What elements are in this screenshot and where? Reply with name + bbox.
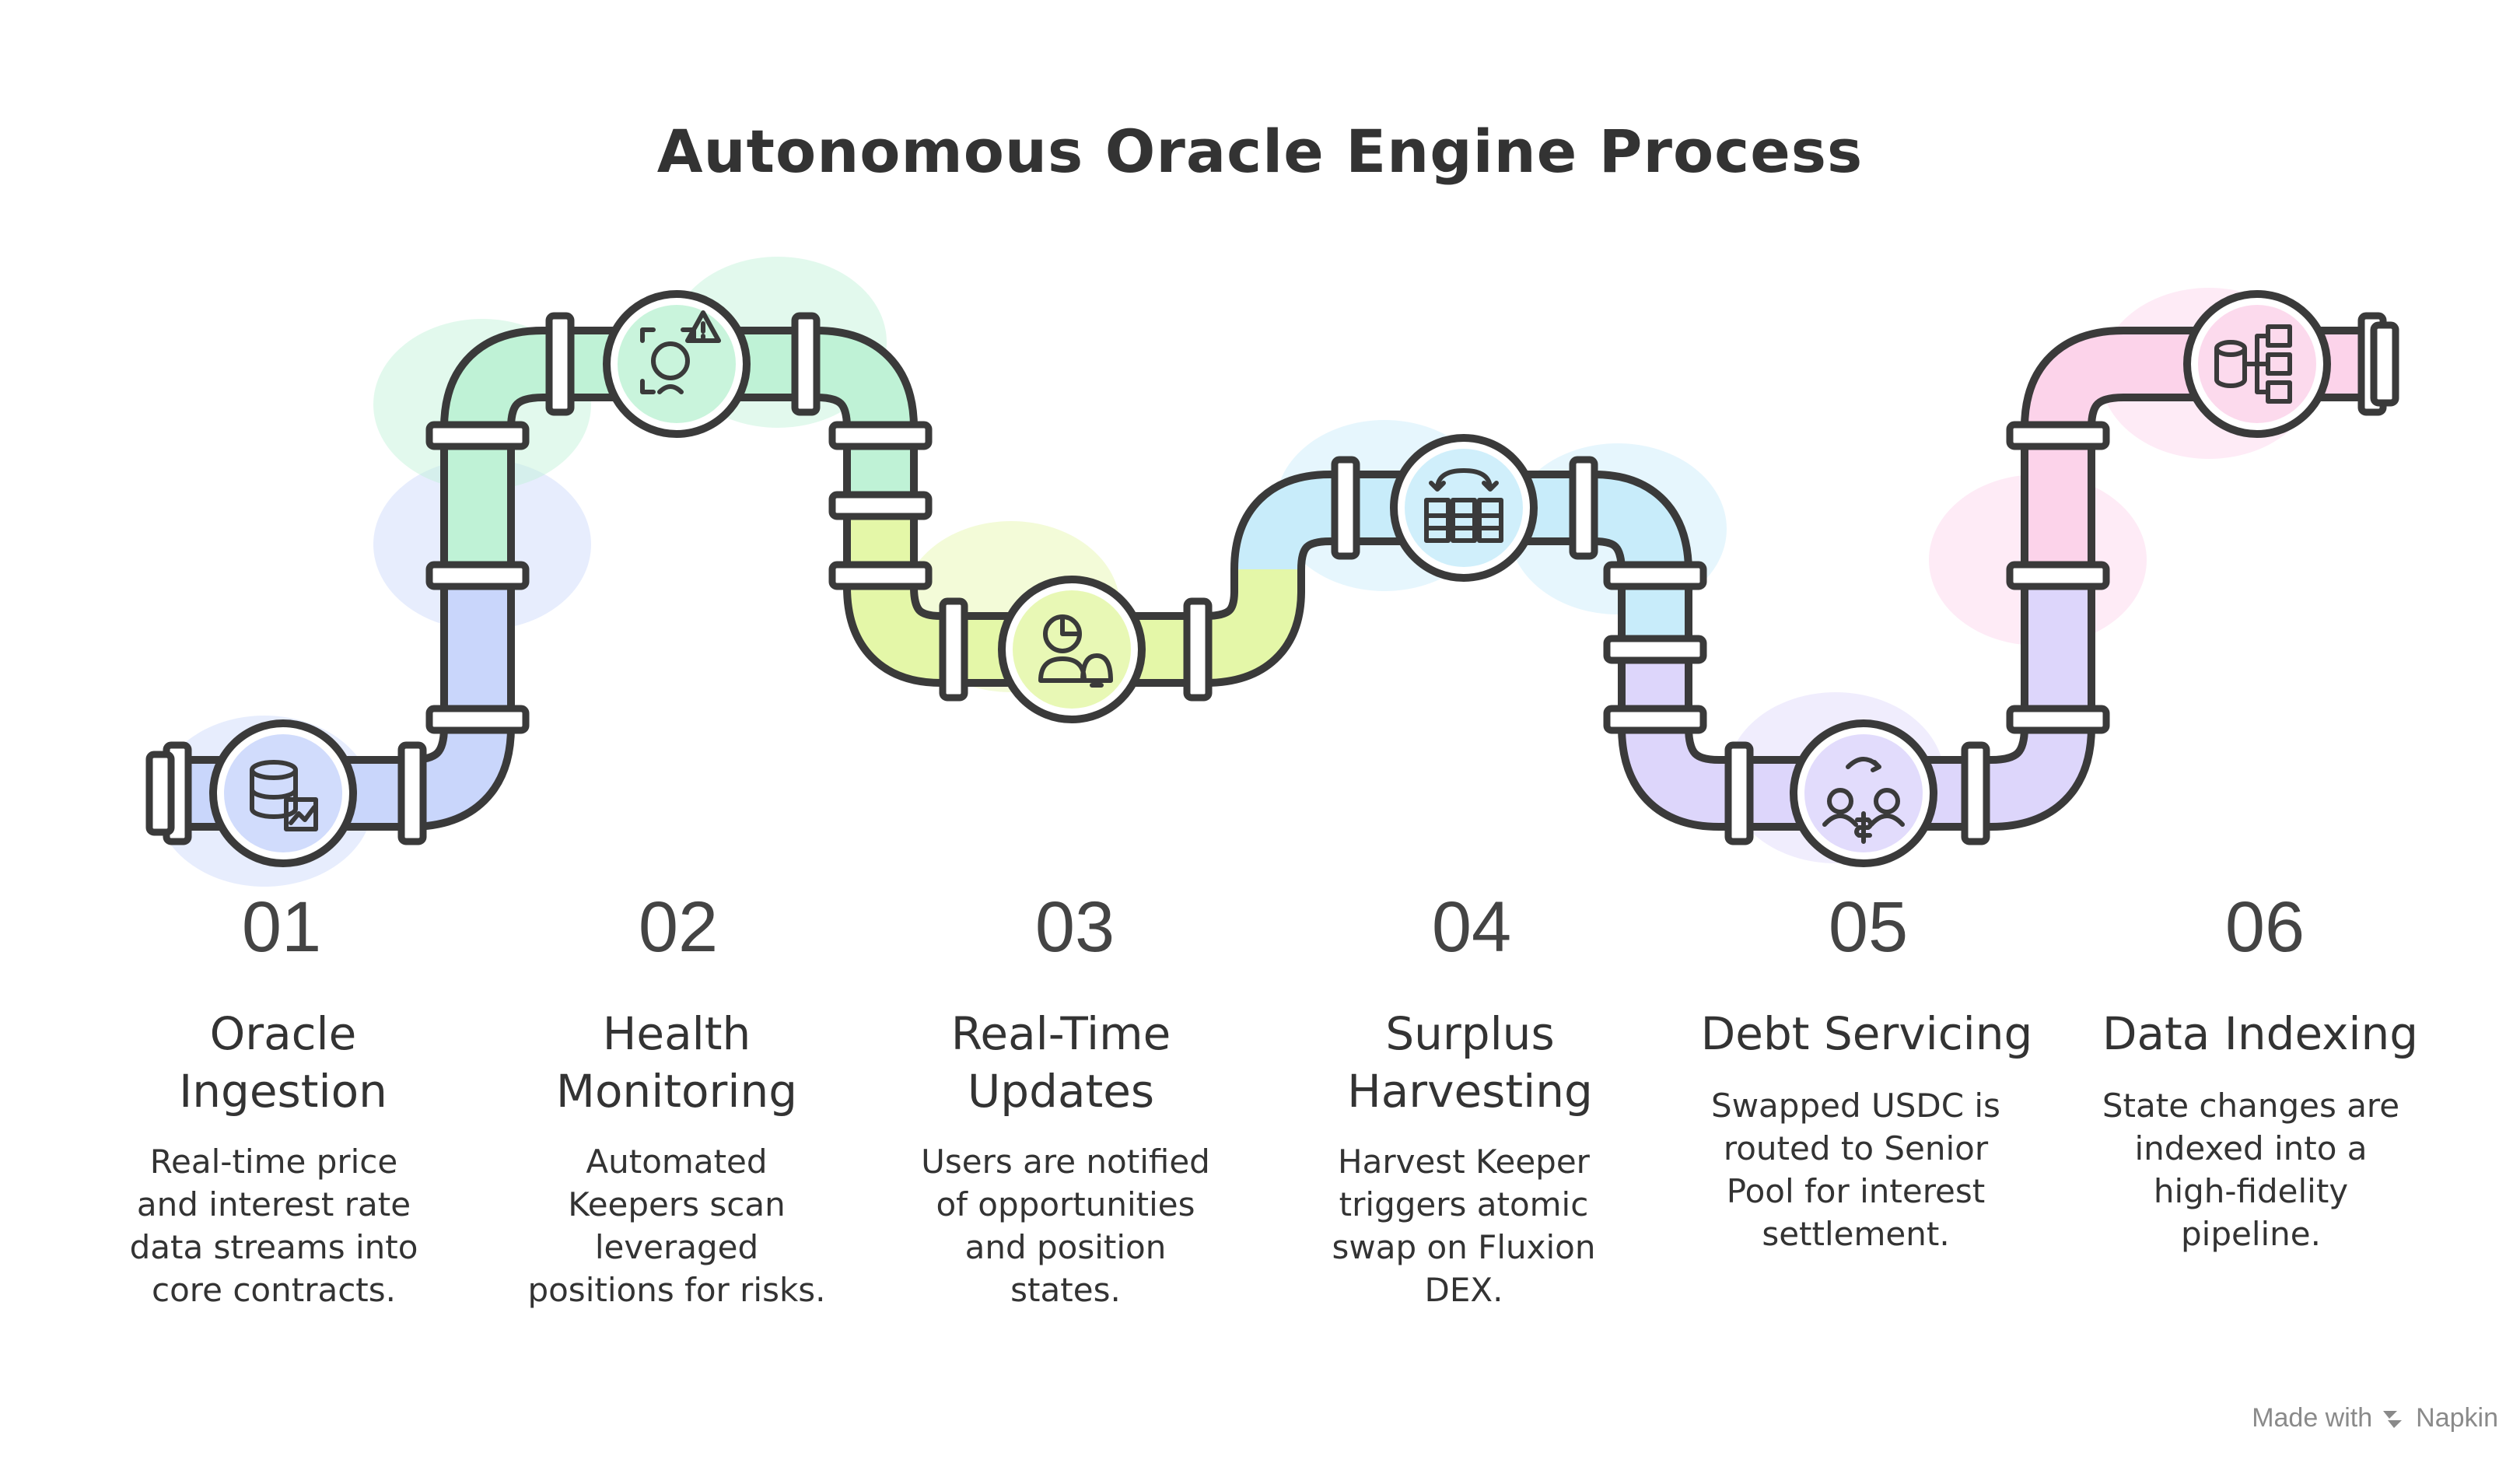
step-number: 02 — [638, 887, 719, 967]
pipe-coupling — [425, 705, 530, 734]
pipe-coupling — [828, 421, 933, 450]
credit-brand: Napkin — [2416, 1403, 2498, 1433]
pipe-coupling — [1603, 561, 1707, 590]
pipe-coupling — [425, 421, 530, 450]
swap-columns-icon — [1424, 468, 1503, 543]
step-title: Surplus Harvesting — [1347, 1007, 1593, 1118]
pipe-coupling — [828, 561, 933, 590]
pipe-coupling — [1603, 635, 1707, 664]
step-title: Debt Servicing — [1700, 1007, 2033, 1060]
pipe-coupling — [1603, 705, 1707, 734]
step-number: 01 — [241, 887, 322, 967]
pipe-coupling — [828, 491, 933, 520]
step-number: 03 — [1034, 887, 1115, 967]
diagram-title: Autonomous Oracle Engine Process — [656, 117, 1864, 186]
step-description: Swapped USDC is routed to Senior Pool fo… — [1711, 1087, 2000, 1253]
pipe-end-cap — [2370, 321, 2399, 407]
step-title: Data Indexing — [2102, 1007, 2419, 1060]
database-chart-icon — [250, 760, 318, 831]
user-pie-bell-icon — [1038, 614, 1113, 688]
pipe-coupling — [939, 597, 968, 702]
pipe-coupling — [1183, 597, 1213, 702]
pipe-body — [2028, 334, 2380, 576]
pipe-coupling — [2006, 421, 2110, 450]
pipe-coupling — [2006, 705, 2110, 734]
step-number: 06 — [2224, 887, 2305, 967]
credit-text: Made with — [2252, 1403, 2373, 1433]
step-node-fill — [618, 305, 736, 423]
step-number: 04 — [1431, 887, 1512, 967]
pipe-couplings — [145, 312, 2399, 845]
pipe-coupling — [397, 741, 427, 845]
step-description: Real-time price and interest rate data s… — [129, 1143, 418, 1309]
pipe-coupling — [1724, 741, 1754, 845]
step-node-fill — [1405, 449, 1523, 567]
step-description: State changes are indexed into a high-fi… — [2102, 1087, 2400, 1253]
step-description: Users are notified of opportunities and … — [921, 1143, 1210, 1309]
step-node-fill — [224, 734, 342, 852]
step-description: Automated Keepers scan leveraged positio… — [527, 1143, 826, 1309]
pipe-coupling — [2006, 561, 2110, 590]
pipe-coupling — [1569, 456, 1598, 560]
step-title: Health Monitoring — [555, 1007, 798, 1118]
step-node-fill — [1804, 734, 1923, 852]
warning-scan-icon — [640, 310, 721, 394]
step-title: Real-Time Updates — [950, 1007, 1171, 1118]
pipe-coupling — [1331, 456, 1360, 560]
pipe-coupling — [1961, 741, 1990, 845]
step-title: Oracle Ingestion — [179, 1007, 387, 1118]
pipe-end-cap — [145, 751, 175, 836]
people-exchange-icon — [1822, 757, 1905, 844]
step-nodes — [209, 290, 2331, 867]
step-description: Harvest Keeper triggers atomic swap on F… — [1332, 1143, 1596, 1309]
pipe-body — [1626, 649, 1991, 823]
made-with-credit: Made with Napkin — [2252, 1403, 2498, 1433]
step-number: 05 — [1828, 887, 1909, 967]
napkin-logo-icon — [2383, 1410, 2403, 1428]
database-index-icon — [2214, 324, 2292, 404]
pipe-coupling — [425, 561, 530, 590]
pipe-coupling — [545, 312, 575, 416]
pipe-coupling — [791, 312, 821, 416]
